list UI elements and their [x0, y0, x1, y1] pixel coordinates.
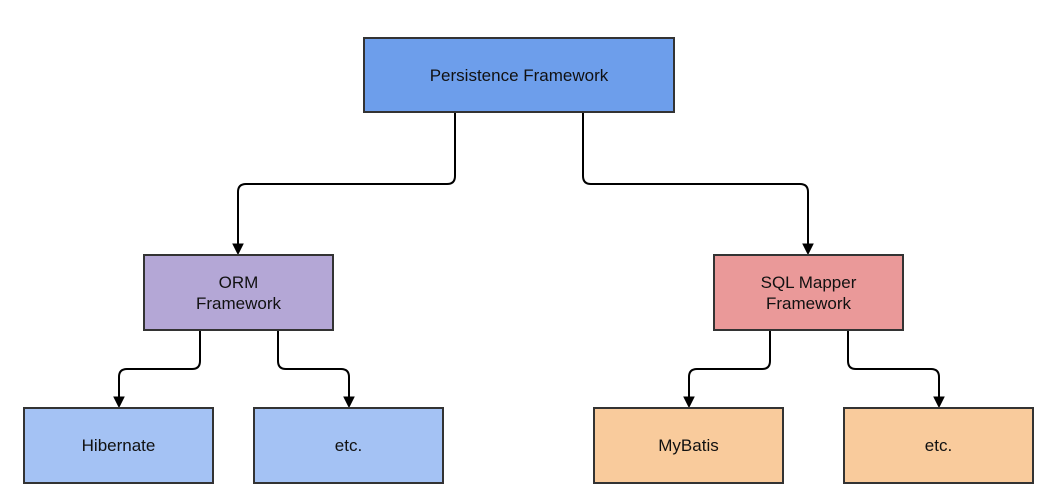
arrowhead-hibernate — [113, 396, 125, 409]
node-label: MyBatis — [658, 436, 719, 455]
node-hibernate: Hibernate — [23, 407, 214, 484]
edge-root-to-sql — [582, 113, 809, 246]
edge-orm-to-hibernate — [118, 331, 201, 399]
node-sql-mapper-framework: SQL Mapper Framework — [713, 254, 904, 331]
node-label: ORM Framework — [195, 272, 281, 313]
node-label: etc. — [924, 436, 953, 455]
node-label: etc. — [334, 436, 363, 455]
edge-sql-to-mybatis — [688, 331, 771, 399]
node-label: Hibernate — [81, 436, 156, 455]
arrowhead-orm-etc — [343, 396, 355, 409]
node-persistence-framework: Persistence Framework — [363, 37, 675, 113]
node-label: SQL Mapper Framework — [760, 272, 857, 313]
arrowhead-mybatis — [683, 396, 695, 409]
arrowhead-sql — [802, 243, 814, 256]
node-label: Persistence Framework — [429, 65, 609, 85]
edge-root-to-orm — [237, 113, 456, 246]
node-orm-framework: ORM Framework — [143, 254, 334, 331]
node-sql-mapper-etc: etc. — [843, 407, 1034, 484]
arrowhead-sql-etc — [933, 396, 945, 409]
edge-sql-to-etc — [847, 331, 940, 399]
edge-orm-to-etc — [277, 331, 350, 399]
node-mybatis: MyBatis — [593, 407, 784, 484]
node-orm-etc: etc. — [253, 407, 444, 484]
arrowhead-orm — [232, 243, 244, 256]
